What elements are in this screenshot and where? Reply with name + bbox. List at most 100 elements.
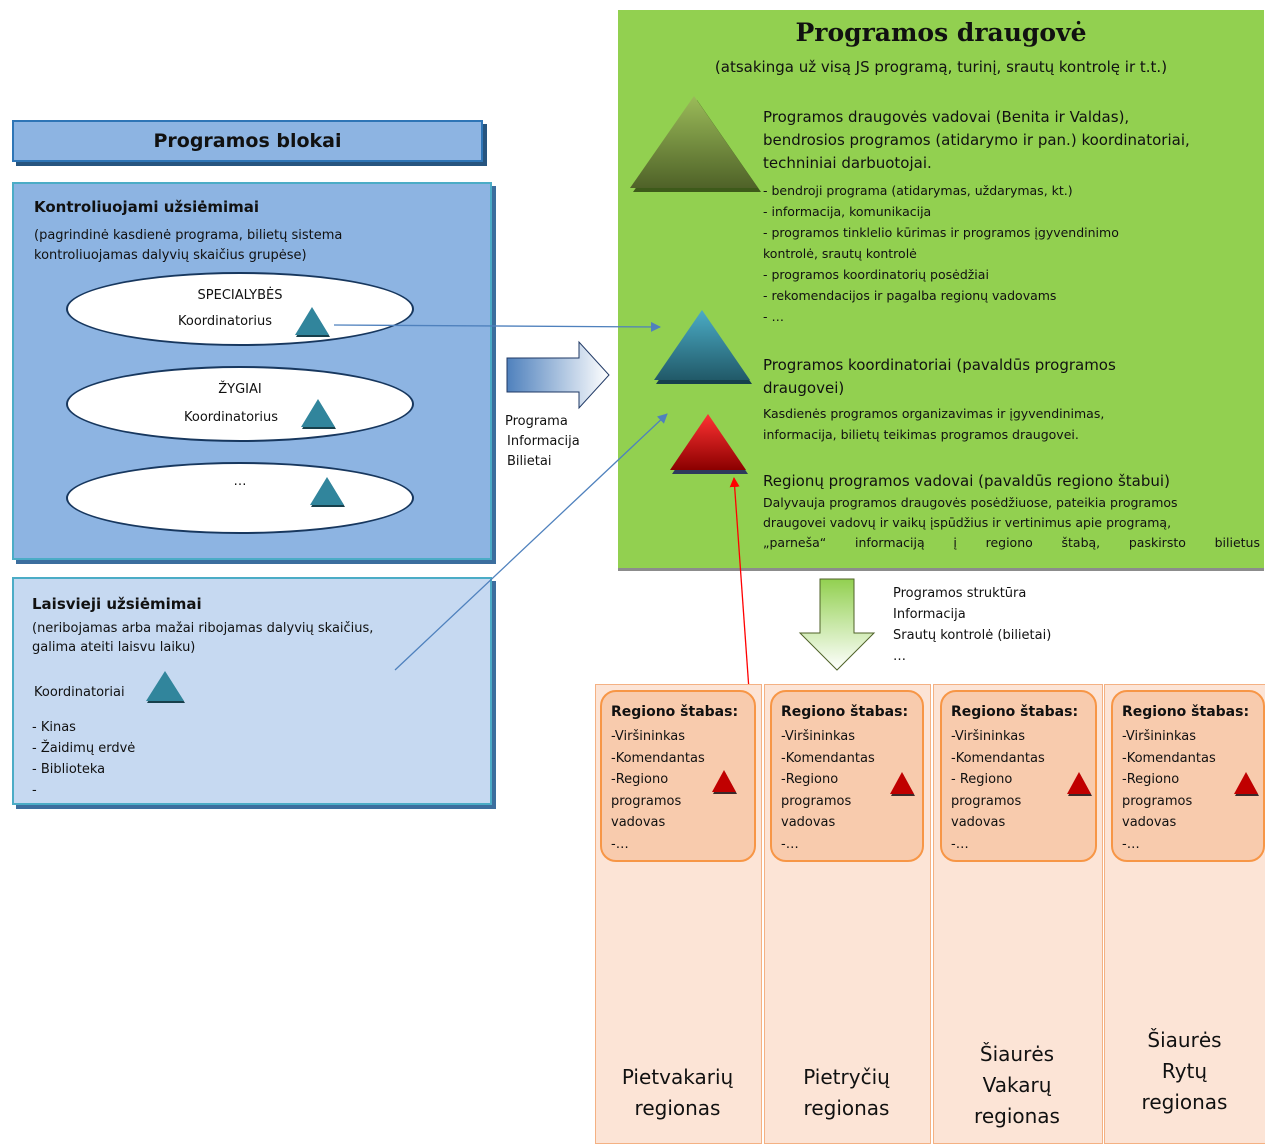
staff-triangle-icon xyxy=(1067,772,1092,796)
list-item: -Viršininkas xyxy=(611,729,686,744)
region-name-northeast: Šiaurės Rytų regionas xyxy=(1104,1025,1265,1118)
region-name-line: regionas xyxy=(1141,1090,1228,1114)
region-name-southwest: Pietvakarių regionas xyxy=(595,1062,760,1124)
list-item: -Viršininkas xyxy=(951,729,1026,744)
list-item: - … xyxy=(763,309,784,324)
region-name-line: Pietvakarių xyxy=(621,1065,734,1089)
staff-list: -Viršininkas -Komendantas -Regiono progr… xyxy=(611,726,705,855)
free-desc-2: galima ateiti laisvu laiku) xyxy=(32,640,196,655)
staff-triangle-icon xyxy=(890,772,915,796)
list-item: programos xyxy=(951,793,1022,809)
staff-triangle-icon xyxy=(1234,772,1259,796)
region-name-line: regionas xyxy=(974,1104,1060,1128)
region-name-line: Šiaurės xyxy=(1147,1028,1222,1052)
list-item: -… xyxy=(611,836,629,852)
hikes-ellipse: ŽYGIAI Koordinatorius xyxy=(66,366,414,442)
region-name-line: Šiaurės xyxy=(979,1042,1055,1066)
free-desc-1: (neribojamas arba mažai ribojamas dalyvi… xyxy=(32,621,374,636)
coordinators-block: Programos koordinatoriai (pavaldūs progr… xyxy=(763,354,1116,400)
other-ellipse: … xyxy=(66,462,414,534)
list-item: vadovas xyxy=(1122,815,1177,830)
leaders-items: - bendroji programa (atidarymas, uždarym… xyxy=(763,180,1119,327)
list-item: -… xyxy=(1122,836,1140,852)
leaders-line: bendrosios programos (atidarymo ir pan.)… xyxy=(763,131,1190,149)
specialties-label: SPECIALYBĖS xyxy=(197,288,283,303)
list-item: kontrolė, srautų kontrolė xyxy=(763,246,917,261)
region-name-line: regionas xyxy=(634,1096,721,1120)
coordinators-triangle-icon xyxy=(654,310,752,384)
coordinators-items: Kasdienės programos organizavimas ir įgy… xyxy=(763,403,1104,445)
coordinators-line: Programos koordinatoriai (pavaldūs progr… xyxy=(763,356,1116,374)
other-coordinator-triangle-icon xyxy=(310,477,345,507)
staff-title: Regiono štabas: xyxy=(611,704,739,720)
leaders-line: techniniai darbuotojai. xyxy=(763,154,932,172)
list-item: - Kinas xyxy=(32,720,76,735)
controlled-desc-2: kontroliuojamas dalyvių skaičius grupėse… xyxy=(34,248,307,263)
list-item: - programos tinklelio kūrimas ir program… xyxy=(763,225,1119,240)
leaders-line: Programos draugovės vadovai (Benita ir V… xyxy=(763,108,1130,126)
hikes-coordinator-triangle-icon xyxy=(301,399,336,429)
region-name-line: Rytų xyxy=(1161,1059,1208,1083)
free-activities-box: Laisvieji užsiėmimai (neribojamas arba m… xyxy=(12,577,492,805)
region-staff-card: Regiono štabas: -Viršininkas -Komendanta… xyxy=(770,690,924,862)
list-item: programos xyxy=(611,793,682,809)
region-staff-card: Regiono štabas: -Viršininkas -Komendanta… xyxy=(1111,690,1265,862)
other-label: … xyxy=(233,474,247,489)
regional-items: Dalyvauja programos draugovės posėdžiuos… xyxy=(763,493,1260,553)
region-name-line: Pietryčių xyxy=(803,1065,890,1089)
free-coordinators: Koordinatoriai xyxy=(34,685,125,700)
list-item: - Žaidimų erdvė xyxy=(32,741,136,756)
list-item: -Regiono xyxy=(781,772,839,787)
specialties-ellipse: SPECIALYBĖS Koordinatorius xyxy=(66,272,414,346)
regional-leaders-triangle-icon xyxy=(670,414,748,474)
list-item: -Regiono xyxy=(1122,772,1180,787)
list-item: - rekomendacijos ir pagalba regionų vado… xyxy=(763,288,1057,303)
list-item: - informacija, komunikacija xyxy=(763,204,932,219)
free-title: Laisvieji užsiėmimai xyxy=(32,595,202,613)
staff-triangle-icon xyxy=(712,770,737,794)
down-label-flow: Srautų kontrolė (bilietai) xyxy=(893,628,1052,643)
region-name-southeast: Pietryčių regionas xyxy=(764,1062,929,1124)
regional-title: Regionų programos vadovai (pavaldūs regi… xyxy=(763,472,1170,490)
list-item: - Regiono xyxy=(951,772,1013,787)
list-item: - Biblioteka xyxy=(32,762,106,777)
list-item: Kasdienės programos organizavimas ir įgy… xyxy=(763,406,1105,421)
list-item: -Viršininkas xyxy=(781,729,856,744)
list-item: Dalyvauja programos draugovės posėdžiuos… xyxy=(763,495,1178,510)
list-item: vadovas xyxy=(781,815,836,830)
leaders-block: Programos draugovės vadovai (Benita ir V… xyxy=(763,106,1190,175)
list-item: programos xyxy=(1122,793,1193,809)
leaders-triangle-icon xyxy=(630,96,761,192)
controlled-activities-box: Kontroliuojami užsiėmimai (pagrindinė ka… xyxy=(12,182,492,560)
list-item: - bendroji programa (atidarymas, uždarym… xyxy=(763,183,1073,198)
controlled-title: Kontroliuojami užsiėmimai xyxy=(34,198,260,216)
list-item: informacija, bilietų teikimas programos … xyxy=(763,427,1079,442)
list-item: -Regiono xyxy=(611,772,669,787)
flow-label-program: Programa xyxy=(505,414,568,429)
hikes-coordinator: Koordinatorius xyxy=(184,410,278,425)
down-label-more: … xyxy=(893,649,906,664)
hikes-label: ŽYGIAI xyxy=(218,382,262,397)
down-label-info: Informacija xyxy=(893,607,966,622)
list-item: draugovei vadovų ir vaikų įspūdžius ir v… xyxy=(763,515,1172,530)
staff-title: Regiono štabas: xyxy=(951,704,1079,720)
flow-label-tickets: Bilietai xyxy=(507,454,552,469)
program-subtitle: (atsakinga už visą JS programą, turinį, … xyxy=(714,58,1168,76)
region-name-line: regionas xyxy=(803,1096,890,1120)
list-item: -Komendantas xyxy=(1122,750,1216,766)
specialties-coordinator-triangle-icon xyxy=(295,307,330,337)
free-list: - Kinas - Žaidimų erdvė - Biblioteka - xyxy=(32,717,135,801)
flow-right-arrow xyxy=(506,340,610,410)
staff-list: -Viršininkas -Komendantas - Regiono prog… xyxy=(951,726,1045,855)
staff-list: -Viršininkas -Komendantas -Regiono progr… xyxy=(1122,726,1216,855)
list-item: -Viršininkas xyxy=(1122,729,1197,744)
list-item: - programos koordinatorių posėdžiai xyxy=(763,267,989,282)
list-item: - xyxy=(32,783,37,798)
region-name-line: Vakarų xyxy=(982,1073,1052,1097)
region-staff-card: Regiono štabas: -Viršininkas -Komendanta… xyxy=(600,690,756,862)
staff-title: Regiono štabas: xyxy=(781,704,909,720)
down-label-structure: Programos struktūra xyxy=(893,586,1027,601)
region-staff-card: Regiono štabas: -Viršininkas -Komendanta… xyxy=(940,690,1097,862)
list-item: vadovas xyxy=(951,815,1006,830)
list-item: -… xyxy=(951,836,969,852)
